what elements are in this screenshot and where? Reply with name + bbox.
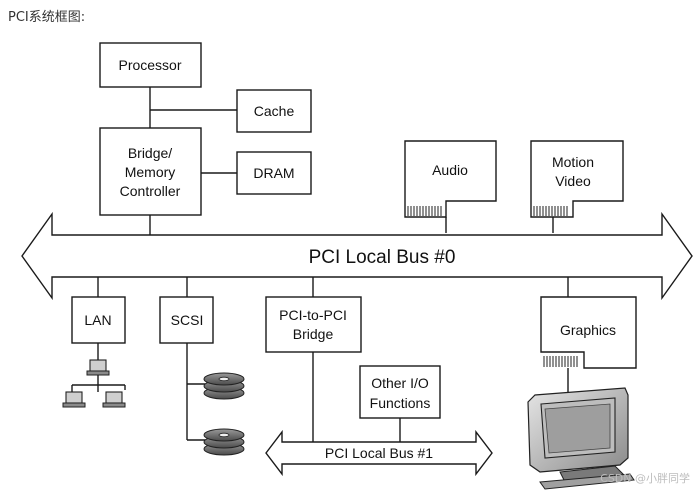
bridge-label-line-3: Controller: [120, 183, 181, 199]
motion-video-card: Motion Video: [530, 140, 624, 218]
disk-stack-icon: [203, 372, 245, 400]
graphics-label: Graphics: [560, 322, 616, 338]
watermark: CSDN @小胖同学: [600, 472, 690, 485]
pci-local-bus-0-label: PCI Local Bus #0: [309, 247, 456, 268]
pci-bridge-label-line-2: Bridge: [293, 326, 334, 342]
audio-label: Audio: [432, 162, 468, 178]
bottom-connectors: [97, 277, 569, 442]
pci-bridge-label-line-1: PCI-to-PCI: [279, 307, 347, 323]
other-io-functions-block: Other I/O Functions: [359, 365, 441, 419]
bridge-label-line-2: Memory: [125, 164, 176, 180]
crt-monitor-icon: [527, 387, 635, 490]
bridge-memory-controller-block: Bridge/ Memory Controller: [99, 127, 202, 216]
processor-label: Processor: [118, 57, 181, 73]
disk-stack-icon: [203, 428, 245, 456]
graphics-edge-connector: [543, 356, 578, 367]
motion-video-label-line-1: Motion: [552, 154, 594, 170]
pci-local-bus-0: PCI Local Bus #0: [21, 211, 693, 301]
processor-block: Processor: [99, 42, 202, 88]
pci-local-bus-1: PCI Local Bus #1: [265, 429, 493, 477]
graphics-card: Graphics: [540, 296, 637, 369]
lan-network-icon: [62, 359, 126, 408]
motion-video-label-line-2: Video: [555, 173, 591, 189]
dram-block: DRAM: [236, 151, 312, 195]
audio-card: Audio: [404, 140, 497, 218]
scsi-block: SCSI: [159, 296, 214, 344]
cache-block: Cache: [236, 89, 312, 133]
pci-to-pci-bridge-block: PCI-to-PCI Bridge: [265, 296, 362, 353]
scsi-label: SCSI: [171, 312, 204, 328]
bridge-label-line-1: Bridge/: [128, 145, 172, 161]
motion-video-edge-connector: [533, 206, 568, 216]
dram-label: DRAM: [253, 165, 294, 181]
caption: PCI系统框图:: [8, 10, 86, 25]
lan-block: LAN: [71, 296, 126, 344]
top-connectors: [149, 87, 554, 235]
other-io-label-line-2: Functions: [370, 395, 431, 411]
other-io-label-line-1: Other I/O: [371, 375, 429, 391]
pci-local-bus-1-label: PCI Local Bus #1: [325, 445, 433, 461]
audio-edge-connector: [407, 206, 442, 216]
lan-label: LAN: [84, 312, 111, 328]
cache-label: Cache: [254, 103, 295, 119]
